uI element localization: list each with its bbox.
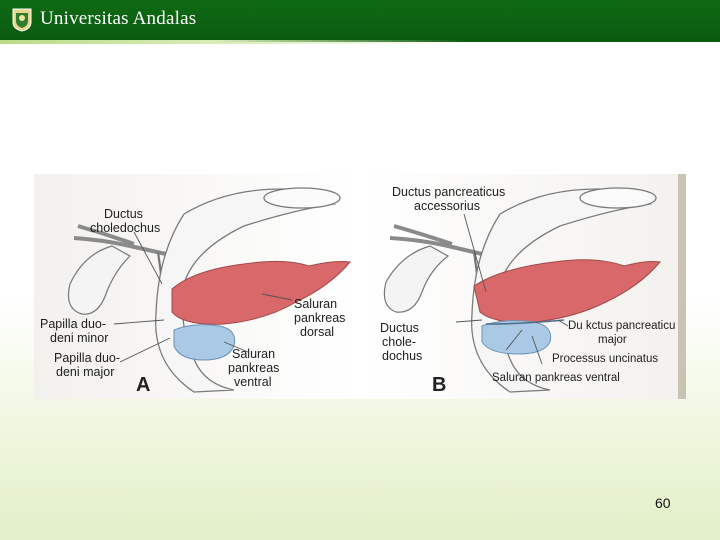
label-papilla-minor-a: Papilla duo- deni minor <box>40 317 110 345</box>
pancreas-development-figure: Ductus choledochus Saluran pankreas dors… <box>34 174 686 399</box>
hepatic-ducts-b <box>389 224 483 256</box>
header-bar: Universitas Andalas <box>0 0 720 42</box>
label-saluran-dorsal-a: Saluran pankreas dorsal <box>294 297 349 339</box>
label-ductus-choledochus-b: Ductus chole- dochus <box>380 321 422 363</box>
panel-a: Ductus choledochus Saluran pankreas dors… <box>40 187 351 396</box>
panel-letter-b: B <box>432 374 446 396</box>
panel-b: Ductus pancreaticus accessorius Ductus c… <box>380 185 679 396</box>
label-saluran-ventral-a: Saluran pankreas ventral <box>228 347 283 389</box>
pancreas-diagram: Ductus choledochus Saluran pankreas dors… <box>34 174 686 399</box>
main-duct-b <box>485 319 565 325</box>
label-ductus-accessorius-b: Ductus pancreaticus accessorius <box>392 185 509 213</box>
gallbladder-a <box>67 245 131 315</box>
leader-lines-a <box>113 231 293 363</box>
label-papilla-major-a: Papilla duo- deni major <box>54 351 124 379</box>
hepatic-ducts-a <box>73 224 167 256</box>
leader-lines-b <box>455 213 569 365</box>
stomach-opening-a <box>263 187 341 209</box>
label-saluran-ventral-b: Saluran pankreas ventral <box>492 372 620 384</box>
gallbladder-b <box>383 245 450 313</box>
pancreas-dorsal-a <box>171 260 351 325</box>
stomach-opening-b <box>579 187 657 209</box>
header-highlight <box>0 40 720 44</box>
label-ductus-major-b: Du kctus pancreaticu major <box>568 320 679 346</box>
header-title: Universitas Andalas <box>40 8 197 29</box>
university-crest-icon <box>12 8 32 32</box>
panel-letter-a: A <box>136 374 150 396</box>
page-number: 60 <box>655 495 671 511</box>
label-processus-uncinatus-b: Processus uncinatus <box>552 353 658 365</box>
scan-edge <box>678 174 686 399</box>
label-ductus-choledochus-a: Ductus choledochus <box>90 207 160 235</box>
